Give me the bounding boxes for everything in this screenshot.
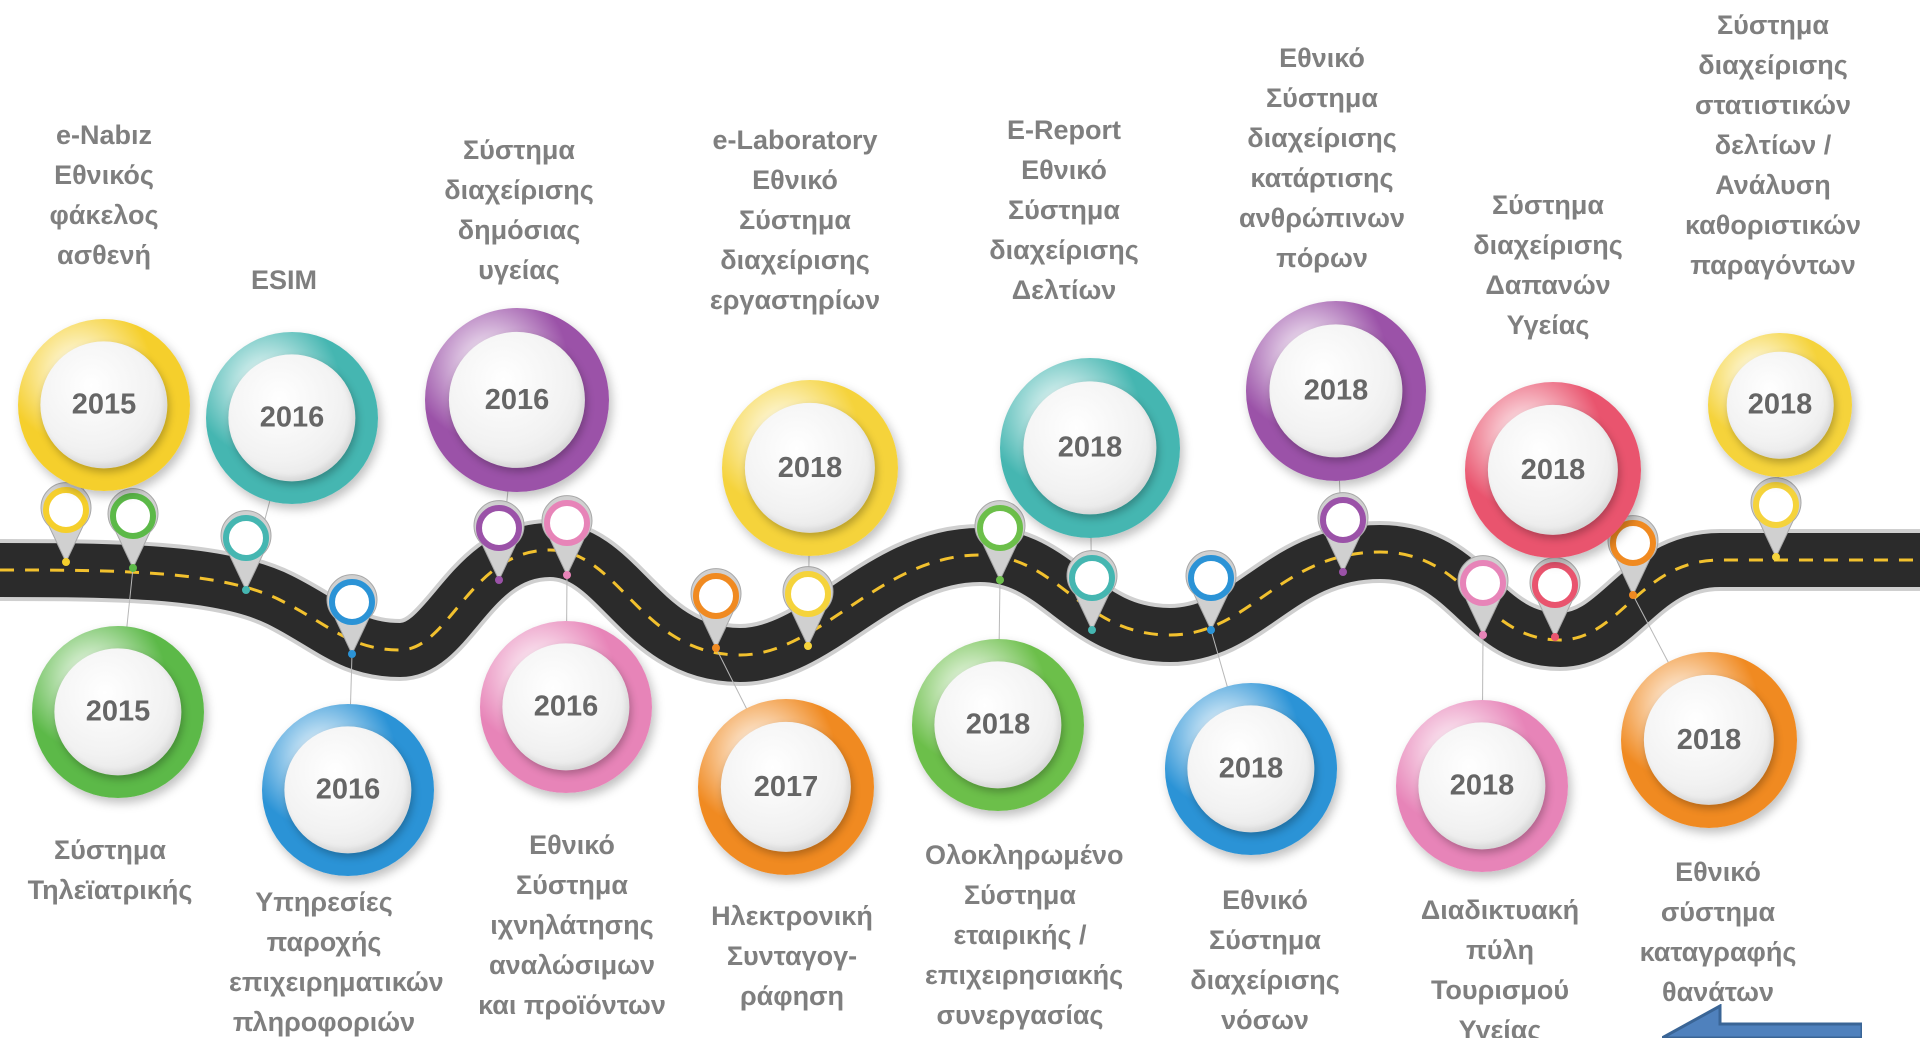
milestone-label: Εθνικό Σύστημα διαχείρισης κατάρτισης αν… xyxy=(1239,43,1405,273)
map-pin-icon xyxy=(1185,550,1237,634)
milestone-label: Ηλεκτρονική Συνταγογ- ράφηση xyxy=(711,901,873,1011)
milestone-label: Υπηρεσίες παροχής επιχειρηματικών πληροφ… xyxy=(229,887,444,1037)
milestone-circle: 2016 xyxy=(262,704,434,876)
milestone-year: 2017 xyxy=(753,770,819,803)
milestone-label: Σύστημα Τηλεϊατρικής xyxy=(27,835,193,905)
milestone-circle-face: 2018 xyxy=(1487,404,1619,536)
milestone-circle-face: 2018 xyxy=(1418,722,1546,850)
map-pin-icon xyxy=(1607,515,1659,599)
map-pin-icon xyxy=(40,482,92,566)
milestone-year: 2018 xyxy=(1676,723,1742,756)
milestone-circle: 2018 xyxy=(1465,382,1641,558)
milestone-circle-face: 2018 xyxy=(744,402,876,534)
milestone-circle: 2017 xyxy=(698,699,874,875)
pins-layer xyxy=(40,390,1802,791)
milestone-circle-face: 2017 xyxy=(720,721,852,853)
milestone-year: 2018 xyxy=(1303,374,1369,407)
milestone-year: 2016 xyxy=(484,383,550,416)
milestone-year: 2018 xyxy=(1218,752,1284,785)
milestone-circle: 2018 xyxy=(722,380,898,556)
milestone-circle: 2018 xyxy=(1165,683,1337,855)
milestone-label: Εθνικό Σύστημα ιχνηλάτησης αναλώσιμων κα… xyxy=(478,830,666,1020)
milestone-circle: 2015 xyxy=(18,319,190,491)
left-arrow-icon[interactable] xyxy=(1662,1004,1862,1038)
milestone-label: Εθνικό σύστημα καταγραφής θανάτων xyxy=(1639,857,1797,1007)
milestone-circle-face: 2018 xyxy=(1187,705,1315,833)
milestone-year: 2016 xyxy=(259,401,325,434)
map-pin-icon xyxy=(1529,557,1581,641)
milestone-year: 2018 xyxy=(1520,453,1586,486)
milestone-circle: 2018 xyxy=(912,639,1084,811)
milestone-label: E-Report Εθνικό Σύστημα διαχείρισης Δελτ… xyxy=(989,115,1139,305)
map-pin-icon xyxy=(326,574,378,658)
milestone-circle-face: 2016 xyxy=(448,331,586,469)
map-pin-icon xyxy=(541,495,593,579)
milestone-circle-face: 2018 xyxy=(1726,351,1834,459)
milestone-year: 2018 xyxy=(1747,388,1813,421)
milestone-circle-face: 2016 xyxy=(228,354,356,482)
map-pin-icon xyxy=(1066,550,1118,634)
milestone-circle: 2018 xyxy=(1396,700,1568,872)
map-pin-icon xyxy=(1317,492,1369,576)
milestone-label: e-Nabız Εθνικός φάκελος ασθενή xyxy=(49,120,159,270)
map-pin-icon xyxy=(220,510,272,594)
milestone-circle: 2018 xyxy=(1000,358,1180,538)
milestone-circle-face: 2018 xyxy=(1269,324,1403,458)
map-pin-icon xyxy=(782,566,834,650)
milestone-year: 2018 xyxy=(965,708,1031,741)
milestone-label: Σύστημα διαχείρισης Δαπανών Υγείας xyxy=(1473,190,1623,340)
map-pin-icon xyxy=(974,500,1026,584)
milestone-circle: 2018 xyxy=(1708,333,1852,477)
road-surface xyxy=(0,522,1920,683)
milestone-circle-face: 2018 xyxy=(1023,381,1157,515)
milestone-circle-face: 2018 xyxy=(934,661,1062,789)
milestone-circle-face: 2016 xyxy=(502,643,630,771)
map-pin-icon xyxy=(1457,555,1509,639)
map-pin-icon xyxy=(690,568,742,652)
milestone-circle: 2016 xyxy=(480,621,652,793)
milestone-year: 2018 xyxy=(1449,769,1515,802)
map-pin-icon xyxy=(107,488,159,572)
milestone-label: Σύστημα διαχείρισης στατιστικών δελτίων … xyxy=(1684,10,1862,280)
milestone-circle-face: 2018 xyxy=(1643,674,1775,806)
milestone-circle-face: 2015 xyxy=(54,648,182,776)
milestone-label: ESIM xyxy=(250,265,317,295)
milestone-label: Εθνικό Σύστημα διαχείρισης νόσων xyxy=(1190,885,1340,1035)
milestone-circle: 2016 xyxy=(206,332,378,504)
milestone-label: Ολοκληρωμένο Σύστημα εταιρικής / επιχειρ… xyxy=(925,840,1124,1030)
milestone-year: 2018 xyxy=(777,451,843,484)
map-pin-icon xyxy=(1750,477,1802,561)
milestone-year: 2016 xyxy=(315,773,381,806)
milestone-year: 2015 xyxy=(85,695,151,728)
milestone-circle: 2016 xyxy=(425,308,609,492)
milestone-year: 2018 xyxy=(1057,431,1123,464)
milestone-label: e-Laboratory Εθνικό Σύστημα διαχείρισης … xyxy=(709,125,881,315)
milestone-label: Διαδικτυακή πύλη Τουρισμού Υγείας xyxy=(1420,895,1580,1038)
milestone-circle: 2018 xyxy=(1246,301,1426,481)
milestone-label: Σύστημα διαχείρισης δημόσιας υγείας xyxy=(444,135,594,285)
milestone-circle-face: 2016 xyxy=(284,726,412,854)
milestone-circle: 2015 xyxy=(32,626,204,798)
milestone-year: 2016 xyxy=(533,690,599,723)
milestone-year: 2015 xyxy=(71,388,137,421)
map-pin-icon xyxy=(473,500,525,584)
milestone-circle-face: 2015 xyxy=(40,341,168,469)
milestone-circle: 2018 xyxy=(1621,652,1797,828)
